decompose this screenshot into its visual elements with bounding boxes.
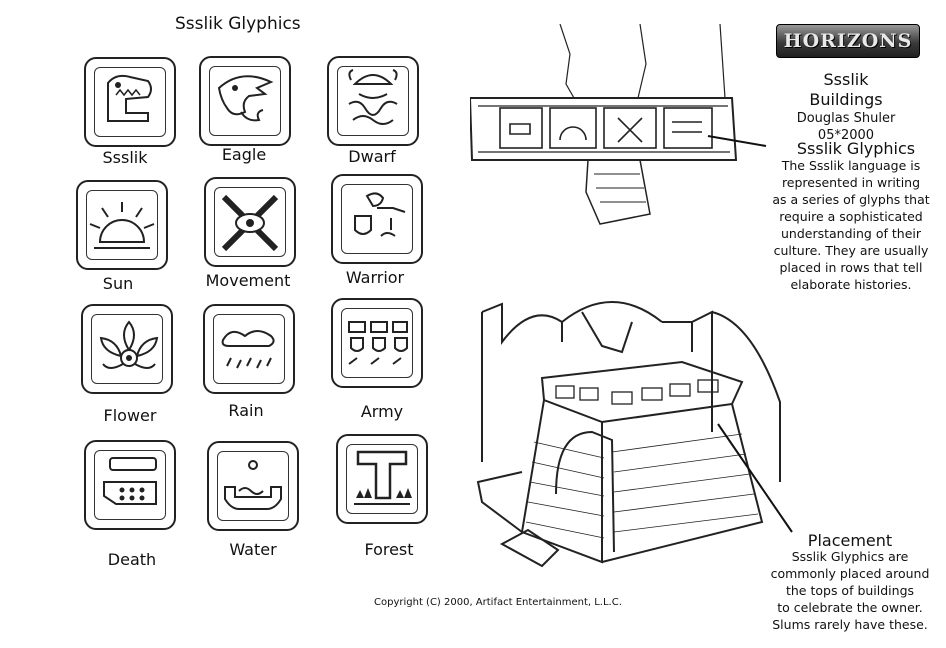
glyph-label: Death xyxy=(107,550,157,569)
glyph-label: Dwarf xyxy=(348,147,396,166)
glyphics-note-heading: Ssslik Glyphics xyxy=(796,139,916,158)
eagle-glyph-icon xyxy=(217,75,274,122)
glyph-label: Rain xyxy=(228,401,264,420)
glyph-tile-flower xyxy=(81,304,173,394)
glyph-tile-water xyxy=(207,441,299,531)
glyphics-note-line: culture. They are usually xyxy=(773,243,929,258)
death-glyph-icon xyxy=(103,457,157,505)
glyph-tile-death xyxy=(84,440,176,530)
glyph-tile-warrior xyxy=(331,174,423,264)
glyph-label: Ssslik xyxy=(102,148,148,167)
placement-note-line: to celebrate the owner. xyxy=(777,600,923,615)
glyph-tile-forest xyxy=(336,434,428,524)
glyph-tile-rain xyxy=(203,304,295,394)
glyph-label: Movement xyxy=(205,271,291,290)
placement-note-heading: Placement xyxy=(807,531,893,550)
sheet-title: Ssslik Buildings xyxy=(809,70,883,109)
placement-note-line: Ssslik Glyphics are xyxy=(791,549,909,564)
sheet-info: Ssslik Buildings Douglas Shuler 05*2000 xyxy=(790,70,902,144)
glyph-label: Forest xyxy=(364,540,414,559)
page-title: Ssslik Glyphics xyxy=(175,14,301,34)
glyphics-note-line: placed in rows that tell xyxy=(779,260,923,275)
logo-text: HORIZONS xyxy=(783,30,913,52)
placement-note-line: the tops of buildings xyxy=(785,583,915,598)
placement-note-text: Ssslik Glyphics are commonly placed arou… xyxy=(756,548,944,633)
placement-note-line: commonly placed around xyxy=(770,566,930,581)
glyphics-note-line: understanding of their xyxy=(781,226,921,241)
sheet-author: Douglas Shuler xyxy=(796,111,896,126)
glyphics-note-line: as a series of glyphs that xyxy=(772,192,930,207)
copyright-notice: Copyright (C) 2000, Artifact Entertainme… xyxy=(374,597,622,608)
flower-glyph-icon xyxy=(99,320,159,369)
glyphics-note-line: elaborate histories. xyxy=(790,277,912,292)
forest-glyph-icon xyxy=(354,450,412,505)
glyph-label: Army xyxy=(360,402,404,421)
glyph-tile-army xyxy=(331,298,423,388)
horizons-logo: HORIZONS xyxy=(776,24,920,58)
ssslik-glyph-icon xyxy=(107,74,152,122)
glyph-tile-movement xyxy=(204,177,296,267)
glyph-label: Flower xyxy=(103,406,157,425)
warrior-glyph-icon xyxy=(354,192,406,237)
glyphics-note-text: The Ssslik language is represented in wr… xyxy=(756,157,946,293)
glyph-wall-sketch xyxy=(470,24,767,225)
glyph-label: Warrior xyxy=(345,268,405,287)
placement-note-line: Slums rarely have these. xyxy=(772,617,928,632)
glyph-label: Water xyxy=(229,540,277,559)
sun-glyph-icon xyxy=(89,202,155,249)
water-glyph-icon xyxy=(224,460,282,510)
rain-glyph-icon xyxy=(221,330,275,369)
glyph-tile-ssslik xyxy=(84,57,176,147)
movement-glyph-icon xyxy=(221,194,279,252)
glyphics-note-line: The Ssslik language is xyxy=(781,158,921,173)
glyphics-note-line: require a sophisticated xyxy=(779,209,923,224)
glyph-tile-sun xyxy=(76,180,168,270)
sheet-date: 05*2000 xyxy=(817,128,875,143)
glyph-tile-dwarf xyxy=(327,56,419,146)
glyph-label: Sun xyxy=(102,274,134,293)
glyph-label: Eagle xyxy=(221,145,267,164)
glyph-tile-eagle xyxy=(199,56,291,146)
dwarf-glyph-icon xyxy=(348,69,398,125)
building-sketch xyxy=(476,301,793,568)
glyphics-note-line: represented in writing xyxy=(781,175,921,190)
army-glyph-icon xyxy=(348,321,408,365)
